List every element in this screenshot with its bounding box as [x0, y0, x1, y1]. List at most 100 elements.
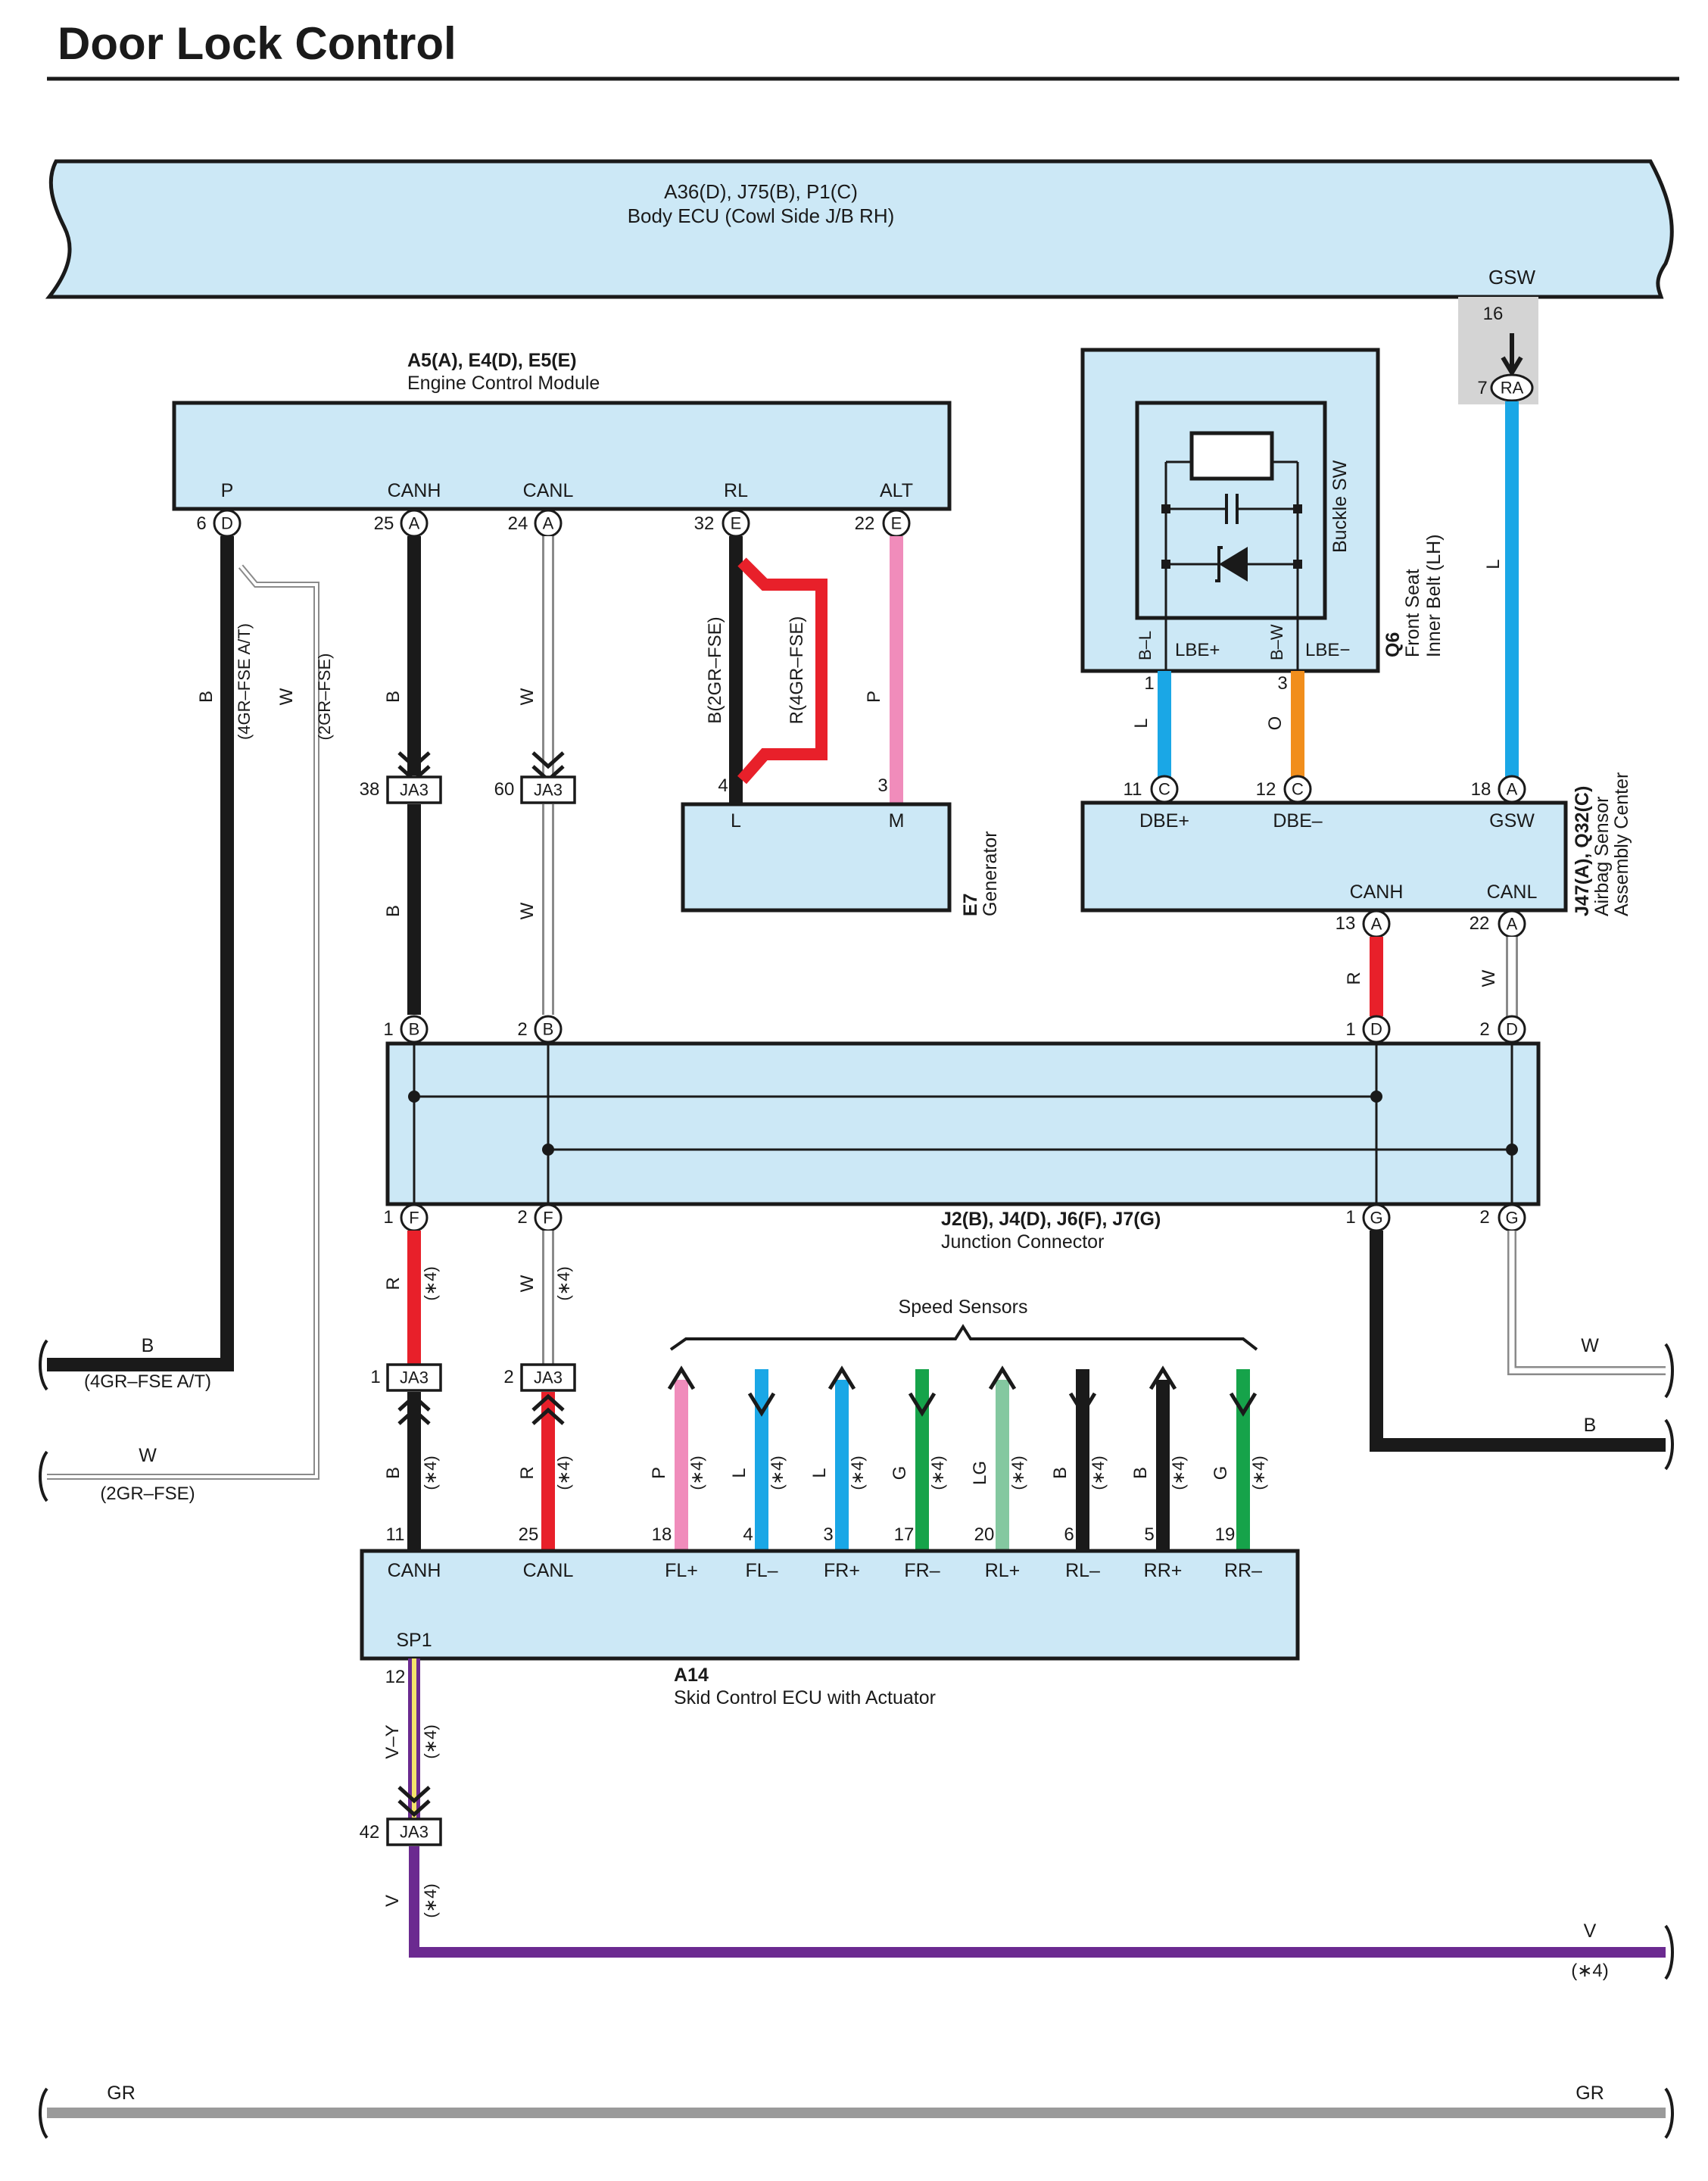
skid-pin: 5	[1144, 1524, 1154, 1545]
break-mark	[1664, 1343, 1674, 1399]
wire-note-4: (∗4)	[848, 1456, 867, 1490]
ra-label: RA	[1501, 379, 1524, 398]
ja3-connector	[386, 1818, 442, 1846]
wire-w-label: W	[276, 688, 297, 705]
wire-o-label: O	[1265, 716, 1286, 731]
skid-terminal: RL+	[985, 1560, 1021, 1581]
airbag-terminal-dbe-minus: DBE–	[1273, 810, 1322, 832]
wire-label: B	[1050, 1467, 1071, 1479]
resistor-icon	[1189, 431, 1274, 481]
wire-l-label: L	[1131, 718, 1152, 728]
skid-terminal: RR–	[1224, 1560, 1262, 1581]
wire-note-4: (∗4)	[421, 1883, 440, 1917]
wire-r-4gr-label: R(4GR–FSE)	[787, 616, 807, 725]
skid-terminal: FL–	[745, 1560, 778, 1581]
wire-note-4: (∗4)	[928, 1456, 947, 1490]
wire-note-4: (∗4)	[1249, 1456, 1268, 1490]
ja3-connector	[520, 775, 576, 804]
wire-b-right	[1370, 1231, 1666, 1452]
diode-icon	[1219, 547, 1248, 582]
airbag-connector-label: C	[1292, 780, 1304, 799]
wire-w-2gr	[47, 565, 318, 1478]
skid-pin: 11	[386, 1524, 405, 1545]
wire-note-4: (∗4)	[687, 1456, 706, 1490]
ecm-terminal-rl: RL	[724, 480, 748, 501]
junction-connector-label: G	[1370, 1209, 1382, 1228]
ecm-terminal-canh: CANH	[388, 480, 441, 501]
ecm-pin: 25	[374, 513, 394, 534]
speed-sensor-wire-labels: P (∗4) L (∗4) L (∗4) G (∗4) LG (∗4) B (∗…	[649, 1456, 1268, 1490]
wire-b-4gr-at	[47, 536, 234, 1371]
skid-terminal: CANL	[523, 1560, 574, 1581]
wire-label: G	[1211, 1466, 1231, 1481]
belt-terminal-lbe-minus: LBE−	[1305, 640, 1350, 660]
skid-pin: 20	[974, 1524, 995, 1545]
wire-r-4gr-rl	[737, 557, 828, 785]
skid-terminal: CANH	[388, 1560, 441, 1581]
wire-r-label: R	[1344, 972, 1364, 984]
belt-pin: 3	[1277, 673, 1287, 694]
ecm-pin: 6	[196, 513, 206, 534]
ja3-label: JA3	[534, 1368, 563, 1387]
ja3-arrow-icon	[397, 1393, 431, 1425]
break-mark	[1664, 2087, 1674, 2139]
ra-pin: 7	[1477, 378, 1487, 398]
wire-note-4-right: (∗4)	[1571, 1961, 1608, 1981]
ja3-pin: 38	[360, 779, 380, 800]
bus-dot	[1370, 1090, 1382, 1103]
junction-dot	[1161, 504, 1170, 513]
ecm-pin: 32	[694, 513, 715, 534]
airbag-bottom-pins: 13 A 22 A	[1336, 910, 1526, 938]
wire-note-4: (∗4)	[421, 1266, 440, 1300]
ja3-label: JA3	[400, 1368, 429, 1387]
generator-pin: 3	[877, 775, 887, 796]
belt-name-2: Inner Belt (LH)	[1423, 534, 1445, 657]
zener-bar-icon	[1215, 546, 1223, 582]
junction-dot	[1293, 560, 1302, 569]
airbag-connector-label: C	[1158, 780, 1170, 799]
page-title: Door Lock Control	[58, 18, 457, 69]
generator-code: E7	[960, 893, 981, 916]
speed-sensor-wires	[667, 1365, 1258, 1551]
buckle-switch-circuit	[1161, 431, 1302, 618]
junction-pin: 1	[383, 1207, 393, 1228]
wire-b-label: B	[383, 691, 404, 703]
ja3-arrow-icon	[397, 1786, 431, 1818]
belt-terminal-lbe-plus: LBE+	[1175, 640, 1220, 660]
ecm-terminal-p: P	[221, 480, 234, 501]
wire-label: P	[649, 1467, 669, 1479]
wire-b-right-label: B	[1584, 1415, 1597, 1436]
skid-terminal: RR+	[1144, 1560, 1183, 1581]
wire-w-label: W	[517, 688, 538, 705]
ecm-terminal-canl: CANL	[523, 480, 574, 501]
skid-code: A14	[674, 1665, 709, 1686]
airbag-name-2: Assembly Center	[1611, 772, 1632, 916]
airbag-pin: 11	[1124, 779, 1142, 800]
skid-pin: 3	[823, 1524, 833, 1545]
generator-terminal-l: L	[731, 810, 741, 832]
bus-dot	[542, 1144, 554, 1156]
airbag-codes: J47(A), Q32(C)	[1572, 786, 1593, 916]
airbag-terminal-canh: CANH	[1350, 881, 1404, 903]
skid-name: Skid Control ECU with Actuator	[674, 1687, 936, 1708]
wire-w-left-label: W	[139, 1445, 157, 1466]
wire-w-label: W	[517, 902, 538, 919]
skid-box	[360, 1549, 1300, 1661]
ecm-connector-label: A	[543, 514, 554, 533]
wire-note-4: (∗4)	[1169, 1456, 1188, 1490]
ecm-connector-label: D	[221, 514, 233, 533]
airbag-pin: 22	[1470, 913, 1490, 934]
junction-connector-label: D	[1370, 1020, 1382, 1039]
wire-note-4: (∗4)	[554, 1456, 573, 1490]
buckle-sw-label: Buckle SW	[1329, 460, 1351, 553]
skid-pin: 18	[652, 1524, 672, 1545]
airbag-box	[1080, 800, 1568, 913]
airbag-name-1: Airbag Sensor	[1591, 797, 1613, 916]
skid-pin: 6	[1064, 1524, 1074, 1545]
body-ecu-gsw: GSW	[1488, 266, 1536, 289]
belt-inner-wire-bw: B–W	[1267, 624, 1286, 660]
wire-r-label: R	[517, 1466, 538, 1479]
skid-pins: 11 25 18 4 3 17 20 6 5 19	[386, 1524, 1236, 1545]
wire-w-right-label: W	[1581, 1335, 1599, 1356]
